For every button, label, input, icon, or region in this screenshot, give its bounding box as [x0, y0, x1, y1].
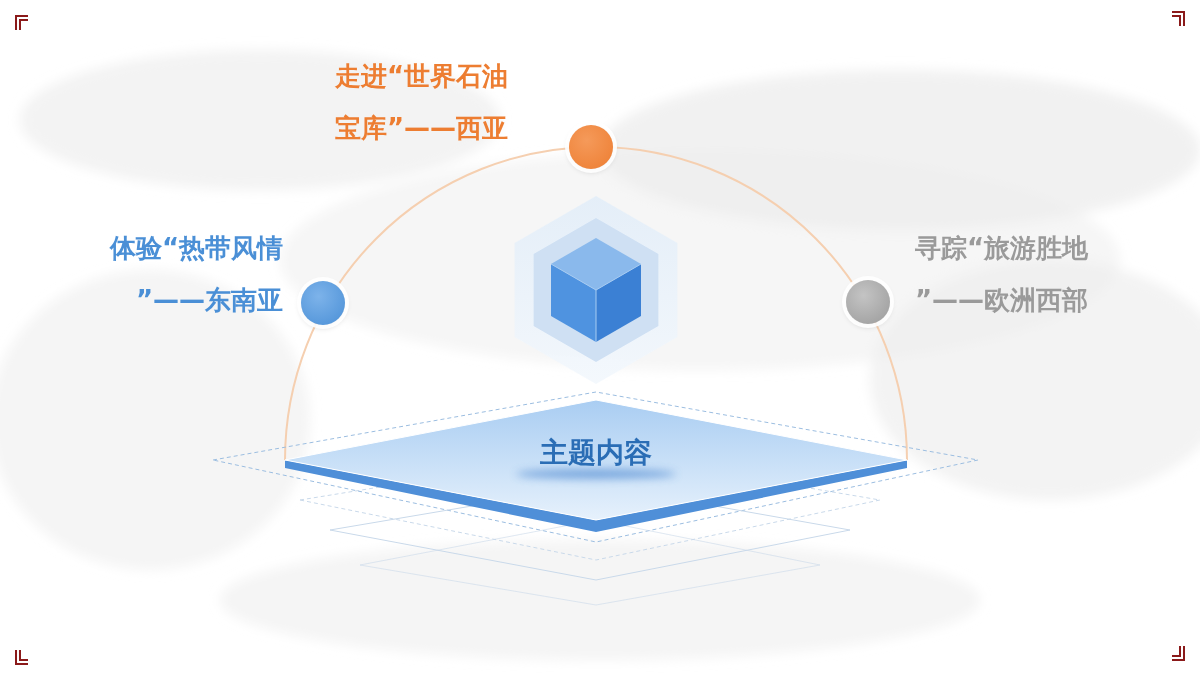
topic-label: 走进“世界石油 宝库”——西亚: [335, 50, 567, 154]
marker-dot: [301, 281, 345, 325]
topic-circle: 体验“热带风情 ”——东南亚: [301, 281, 345, 325]
topic-label: 寻踪“旅游胜地 ”——欧洲西部: [915, 222, 1147, 326]
topic-circle: 寻踪“旅游胜地 ”——欧洲西部: [846, 280, 890, 324]
hexagon-cube: [515, 196, 678, 384]
theme-title: 主题内容: [285, 434, 907, 472]
topic-label: 体验“热带风情 ”——东南亚: [51, 222, 283, 326]
marker-dot: [846, 280, 890, 324]
layer-planes: [213, 392, 978, 605]
corner-brackets: [16, 12, 1184, 664]
ink-background: [0, 50, 1200, 660]
marker-dot: [569, 125, 613, 169]
topic-circle: 走进“世界石油 宝库”——西亚: [569, 125, 613, 169]
theme-plane: 主题内容: [285, 398, 907, 534]
